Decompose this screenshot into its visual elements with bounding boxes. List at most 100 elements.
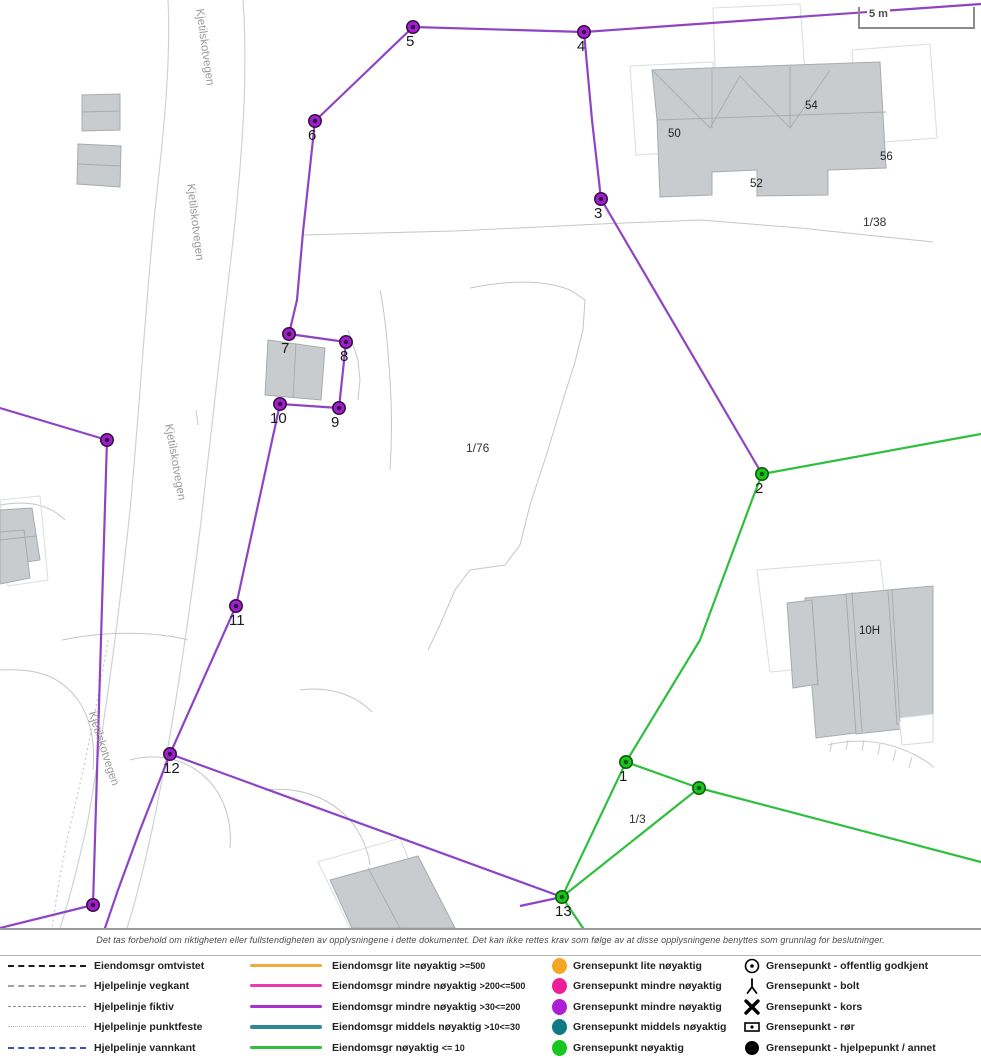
legend-label: Eiendomsgr middels nøyaktig >10<=30 (332, 1021, 521, 1034)
building-number-label: 54 (805, 100, 818, 112)
legend-label: Hjelpelinje punktfeste (94, 1021, 203, 1034)
vertex-markers (86, 19, 769, 912)
circle-dot-icon (738, 957, 766, 975)
legend-label-qualifier: >30<=200 (479, 1001, 521, 1012)
building-number-label: 10H (859, 625, 881, 637)
legend-line-sample-dotted-fine (8, 1021, 86, 1033)
legend-line-sample-dashed-blue (8, 1042, 86, 1054)
legend-label: Grensepunkt - hjelpepunkt / annet (766, 1041, 936, 1054)
legend-label-qualifier: <= 10 (441, 1042, 465, 1053)
scale-bar-frame (858, 7, 975, 29)
legend-item-point-color: Grensepunkt mindre nøyaktig (545, 997, 740, 1016)
parcel-label: 1/76 (466, 441, 490, 455)
map-vector-layer (0, 0, 981, 928)
fence-line (827, 739, 934, 769)
boundary-point-12[interactable] (163, 746, 178, 761)
dotted-helpline (51, 639, 109, 928)
pipe-icon (738, 1018, 766, 1036)
parcel-label: 1/3 (629, 812, 646, 826)
legend-item-point-color: Grensepunkt lite nøyaktig (545, 956, 740, 975)
footer-divider (0, 928, 981, 930)
legend-item-boundary-line: Eiendomsgr nøyaktig <= 10 (250, 1038, 540, 1057)
building-detail-lines (0, 66, 901, 928)
boundary-green (560, 432, 981, 928)
legend-label: Eiendomsgr lite nøyaktig >=500 (332, 959, 486, 972)
legend-label: Grensepunkt - rør (766, 1021, 855, 1034)
boundary-point[interactable] (100, 432, 115, 447)
legend-label: Hjelpelinje vannkant (94, 1041, 196, 1054)
boundary-point-6[interactable] (307, 114, 322, 129)
legend-label: Grensepunkt mindre nøyaktig (573, 1000, 722, 1013)
boundary-point-5[interactable] (405, 19, 420, 34)
legend-point-swatch (545, 1039, 573, 1056)
legend-point-swatch (545, 978, 573, 995)
legend-item-linestyle: Hjelpelinje vannkant (8, 1038, 248, 1057)
parcel-label: 1/38 (863, 215, 887, 229)
legend-item-point-symbol: Grensepunkt - rør (738, 1018, 981, 1037)
legend-label: Grensepunkt nøyaktig (573, 1041, 684, 1054)
legend-item-point-symbol: Grensepunkt - hjelpepunkt / annet (738, 1038, 981, 1057)
boundary-point-9[interactable] (331, 400, 346, 415)
boundary-point-4[interactable] (576, 24, 591, 39)
boundary-point-13[interactable] (554, 889, 569, 904)
legend-item-point-symbol: Grensepunkt - bolt (738, 977, 981, 996)
boundary-point-1[interactable] (618, 754, 633, 769)
boundary-point[interactable] (86, 897, 101, 912)
legend-color-line-sample (250, 1001, 322, 1013)
legend-item-linestyle: Hjelpelinje punktfeste (8, 1018, 248, 1037)
building-number-label: 56 (880, 151, 893, 163)
boundary-point-3[interactable] (593, 192, 608, 207)
legend-label: Grensepunkt - kors (766, 1000, 863, 1013)
legend-color-line-sample (250, 1042, 322, 1054)
boundary-point-2[interactable] (754, 466, 769, 481)
buildings-filled (0, 61, 934, 928)
cross-icon (738, 998, 766, 1016)
boundary-point-8[interactable] (338, 334, 353, 349)
legend-item-point-color: Grensepunkt mindre nøyaktig (545, 977, 740, 996)
legend-item-point-symbol: Grensepunkt - kors (738, 997, 981, 1016)
legend-item-linestyle: Hjelpelinje vegkant (8, 977, 248, 996)
legend-color-line-sample (250, 1021, 322, 1033)
legend-label: Grensepunkt - bolt (766, 980, 860, 993)
disclaimer-text: Det tas forbehold om riktigheten eller f… (96, 935, 885, 945)
legend-line-sample-dashed-grey (8, 980, 86, 992)
bolt-icon (738, 977, 766, 995)
legend-item-point-color: Grensepunkt middels nøyaktig (545, 1018, 740, 1037)
legend-label: Eiendomsgr mindre nøyaktig >200<=500 (332, 980, 526, 993)
legend-label: Grensepunkt lite nøyaktig (573, 959, 702, 972)
legend-item-linestyle: Hjelpelinje fiktiv (8, 997, 248, 1016)
legend-item-boundary-line: Eiendomsgr mindre nøyaktig >30<=200 (250, 997, 540, 1016)
legend-label: Hjelpelinje fiktiv (94, 1000, 174, 1013)
building-number-label: 50 (668, 128, 681, 140)
legend-item-boundary-line: Eiendomsgr lite nøyaktig >=500 (250, 956, 540, 975)
legend-item-boundary-line: Eiendomsgr middels nøyaktig >10<=30 (250, 1018, 540, 1037)
legend-item-point-color: Grensepunkt nøyaktig (545, 1038, 740, 1057)
boundary-purple (0, 2, 981, 928)
legend-item-point-symbol: Grensepunkt - offentlig godkjent (738, 956, 981, 975)
boundary-point-10[interactable] (272, 396, 287, 411)
legend-label-qualifier: >10<=30 (484, 1022, 521, 1033)
road-network (59, 0, 246, 928)
document-footer: Det tas forbehold om riktigheten eller f… (0, 928, 981, 1059)
boundary-point-11[interactable] (229, 598, 244, 613)
parcel-hairlines (0, 219, 934, 866)
building-number-label: 52 (750, 178, 763, 190)
boundary-point[interactable] (691, 780, 706, 795)
boundary-point-7[interactable] (281, 326, 296, 341)
legend-line-sample-dashed-black (8, 960, 86, 972)
legend-label: Eiendomsgr mindre nøyaktig >30<=200 (332, 1000, 521, 1013)
legend-point-swatch (545, 957, 573, 974)
legend-label: Hjelpelinje vegkant (94, 980, 190, 993)
legend-item-boundary-line: Eiendomsgr mindre nøyaktig >200<=500 (250, 977, 540, 996)
filled-circle-icon (738, 1039, 766, 1057)
boundary-purple-stub (519, 895, 563, 908)
legend-color-line-sample (250, 960, 322, 972)
legend-label: Grensepunkt - offentlig godkjent (766, 959, 929, 972)
legend-label: Grensepunkt middels nøyaktig (573, 1021, 727, 1034)
